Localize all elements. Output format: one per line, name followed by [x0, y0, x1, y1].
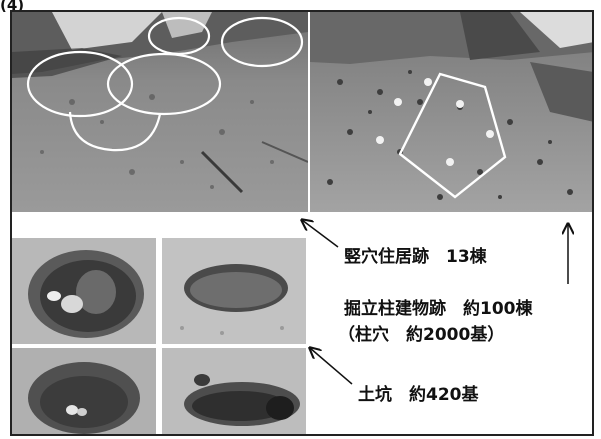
pit-photo-stones [12, 348, 156, 434]
pit-photo-pottery [12, 238, 156, 344]
arrow-pit-dwellings [302, 220, 339, 248]
pit-dwellings-photo [12, 12, 308, 212]
pillar-buildings-photo [310, 12, 592, 212]
arrows-layer [12, 12, 594, 385]
pit-photo-empty [162, 238, 306, 344]
caption-pillar-buildings: 掘立柱建物跡 約100棟 [344, 299, 533, 319]
caption-post-holes: （柱穴 約2000基） [338, 325, 505, 345]
arrow-pits [310, 348, 353, 385]
caption-pit-dwellings: 竪穴住居跡 13棟 [344, 247, 487, 267]
caption-pits: 土坑 約420基 [358, 385, 479, 405]
pit-photo-niche [162, 348, 306, 434]
figure-label: (4) [0, 0, 25, 14]
figure-frame: 竪穴住居跡 13棟 掘立柱建物跡 約100棟 （柱穴 約2000基） 土坑 約4… [10, 10, 594, 436]
